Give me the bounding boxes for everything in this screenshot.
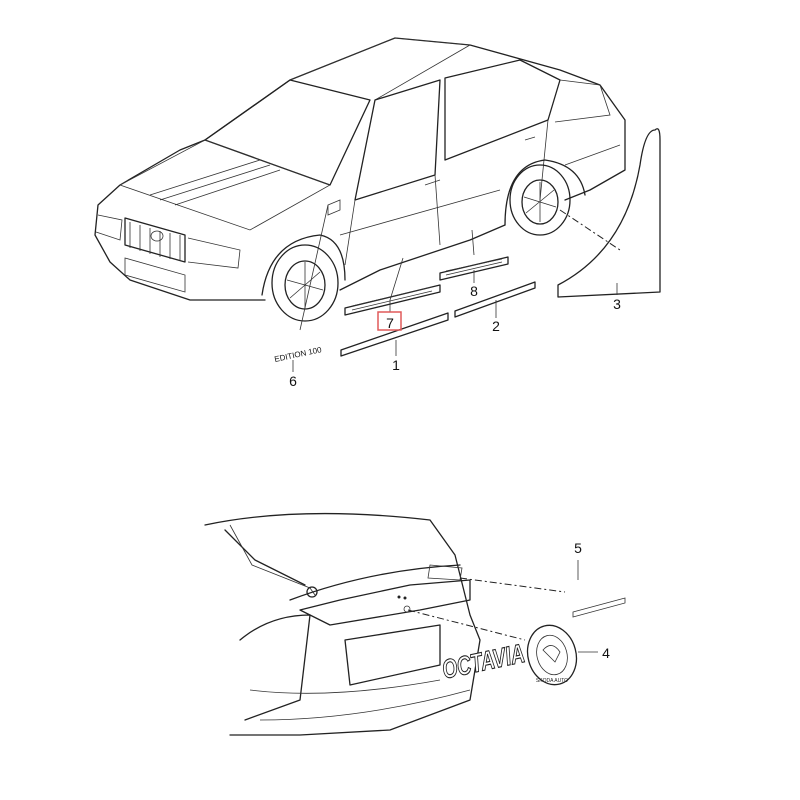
skoda-emblem-text: SKODA AUTO [536, 678, 568, 684]
skoda-emblem: SKODA AUTO [526, 624, 578, 686]
edition-badge-label: EDITION 100 [274, 345, 323, 364]
side-trim-strips [340, 128, 661, 357]
callout-4[interactable]: 4 [602, 645, 610, 661]
car-rear-view [204, 512, 566, 736]
callout-7[interactable]: 7 [386, 315, 394, 331]
highlight-box-callout-7 [377, 311, 402, 331]
wheel-arch-trim-3 [557, 128, 661, 298]
callout-5[interactable]: 5 [574, 540, 582, 556]
callout-8[interactable]: 8 [470, 283, 478, 299]
octavia-emblem: OCTAVIA [439, 597, 626, 685]
moulding-strip-2 [454, 281, 536, 318]
octavia-emblem-text: OCTAVIA [439, 638, 527, 684]
callout-3[interactable]: 3 [613, 296, 621, 312]
callout-2[interactable]: 2 [492, 318, 500, 334]
moulding-strip-1 [340, 312, 449, 357]
leader-lines [292, 204, 618, 372]
callout-1[interactable]: 1 [392, 357, 400, 373]
callout-6[interactable]: 6 [289, 373, 297, 389]
car-front-three-quarter-view [94, 37, 626, 322]
